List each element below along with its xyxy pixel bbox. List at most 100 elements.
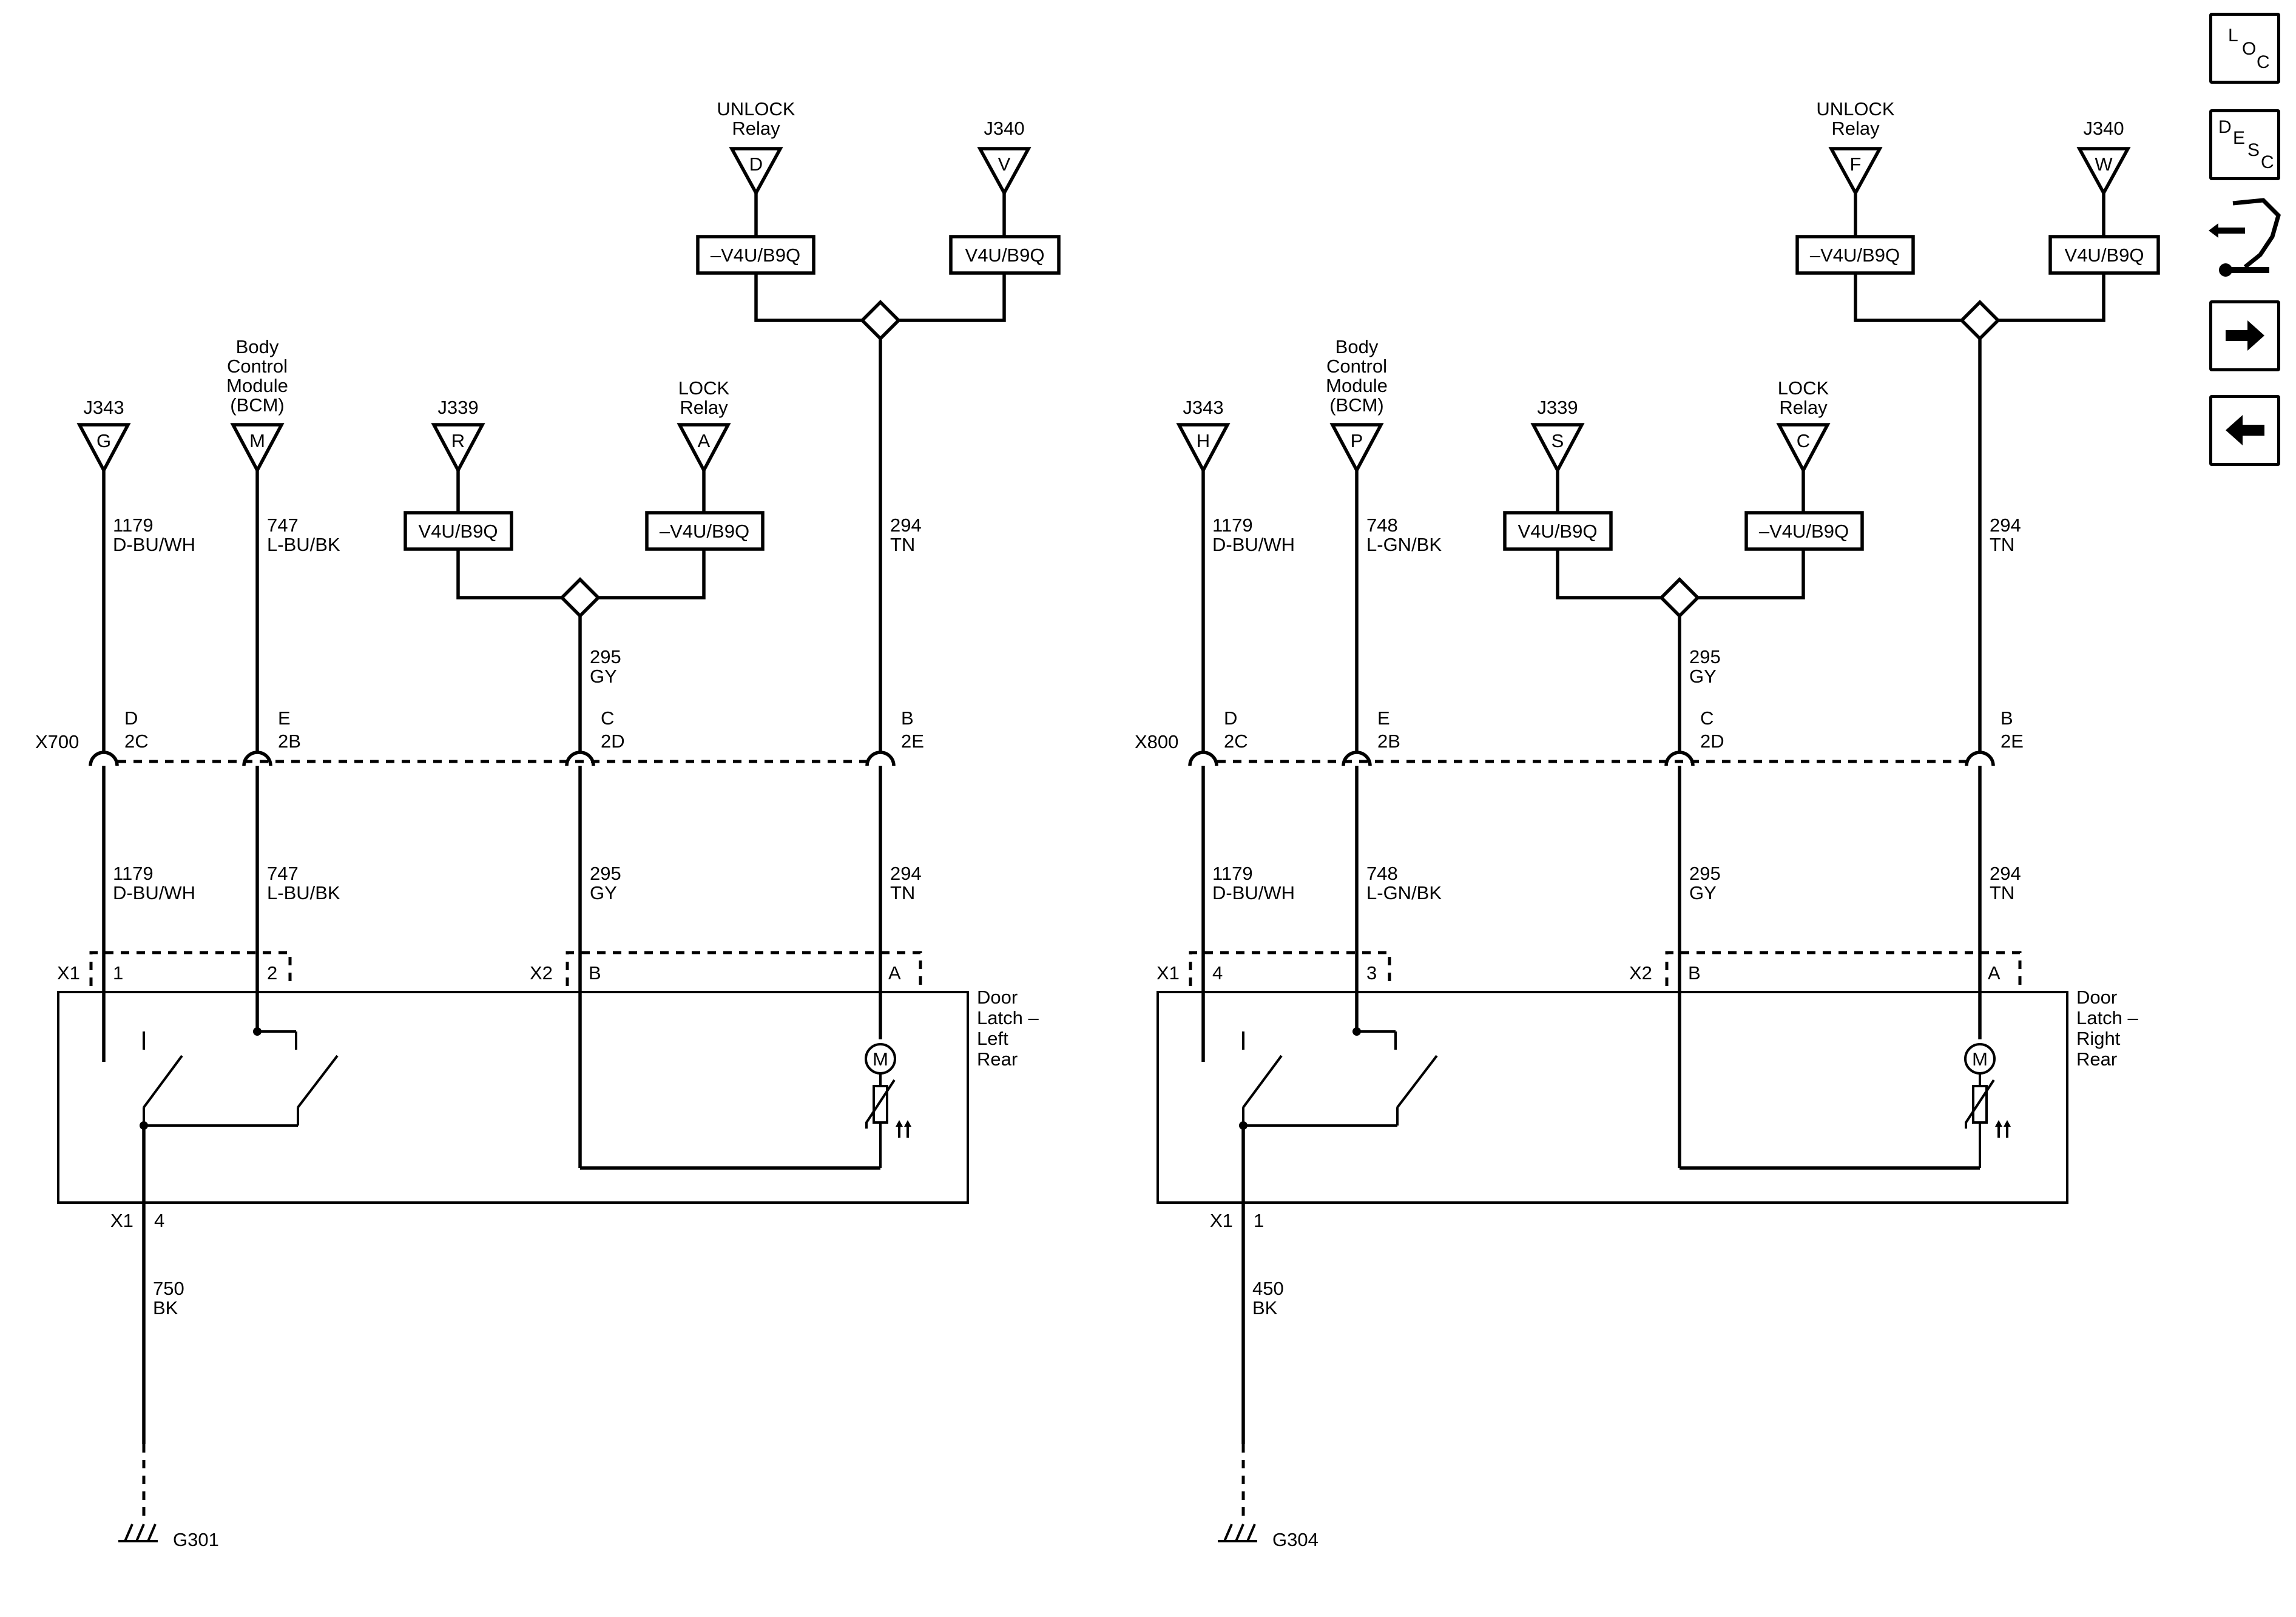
lock-switch [1239, 1027, 1438, 1130]
svg-text:M: M [1972, 1048, 1988, 1070]
next-arrow-icon [2226, 320, 2264, 351]
wire-label: BK [153, 1297, 178, 1318]
door-latch-right-rear[interactable] [1156, 991, 2068, 1204]
option-label: –V4U/B9Q [660, 521, 749, 542]
svg-text:2E: 2E [2001, 731, 2024, 752]
terminal-pin: D [749, 154, 763, 175]
terminal-pin: H [1197, 430, 1210, 451]
option-label: V4U/B9Q [2065, 245, 2144, 266]
wire-label: 295 [1689, 646, 1721, 667]
svg-text:2B: 2B [278, 731, 301, 752]
wire-label: TN [890, 882, 915, 903]
wire-label: D-BU/WH [113, 534, 195, 555]
terminal-pin: S [1551, 430, 1564, 451]
loc-button[interactable]: L O C [2209, 13, 2280, 84]
lock-relay-label: LOCK [1778, 377, 1829, 399]
svg-text:D: D [124, 707, 138, 729]
connector-pin: E 2B [1342, 707, 1400, 783]
svg-text:B: B [2001, 707, 2013, 729]
lock-relay-terminal[interactable] [1776, 423, 1831, 474]
connector-pin: C 2D [1664, 707, 1724, 783]
bcm-label: Module [1326, 375, 1388, 396]
connector-pin: D 2C [1188, 707, 1248, 783]
motor-icon: M [1964, 1043, 2011, 1168]
terminal-pin: C [1797, 430, 1810, 451]
svg-text:2D: 2D [601, 731, 625, 752]
bcm-terminal[interactable] [1329, 423, 1384, 474]
svg-text:D: D [1224, 707, 1237, 729]
connector-pin: B 2E [1965, 707, 2024, 783]
wire-label: D-BU/WH [1212, 882, 1295, 903]
connector-label: X1 [1156, 962, 1180, 984]
component-label: Door [2076, 987, 2117, 1008]
wire-label: GY [590, 882, 617, 903]
j339-terminal[interactable] [431, 423, 485, 474]
right-circuit: UNLOCK Relay F J340 W –V4U/B9Q V4U/B9Q J… [1135, 98, 2160, 1550]
wire-label: L-BU/BK [267, 882, 340, 903]
ground-label: G301 [173, 1529, 219, 1550]
connector-pin: A [1988, 962, 2001, 984]
unlock-relay-terminal[interactable] [1828, 147, 1883, 197]
option-box [645, 511, 765, 551]
connector-pin: 2 [267, 962, 277, 984]
desc-button[interactable]: D E S C [2209, 109, 2280, 180]
next-button[interactable] [2209, 300, 2280, 371]
motor-icon: M [865, 1043, 911, 1168]
schematic-connector-icon[interactable] [2209, 198, 2281, 277]
left-circuit: UNLOCK Relay D J340 V –V4U/B9Q V4U/B9Q J… [35, 98, 1061, 1550]
terminal-pin: A [698, 430, 711, 451]
loc-letter: L [2228, 25, 2238, 46]
wire-label: 1179 [113, 515, 154, 536]
component-label: Right [2076, 1028, 2121, 1049]
unlock-relay-label: UNLOCK [717, 98, 795, 120]
ground-icon [1218, 1524, 1257, 1542]
option-box [1795, 235, 1915, 275]
j343-terminal[interactable] [1176, 423, 1231, 474]
unlock-relay-label: Relay [732, 118, 780, 139]
wire-label: 295 [1689, 863, 1721, 884]
j343-label: J343 [1183, 397, 1223, 418]
option-label: V4U/B9Q [965, 245, 1045, 266]
connector-pin: 3 [1366, 962, 1377, 984]
svg-text:2B: 2B [1377, 731, 1400, 752]
terminal-pin: F [1850, 154, 1862, 175]
wire-label: L-BU/BK [267, 534, 340, 555]
lock-switch [140, 1027, 339, 1130]
wire-label: TN [1990, 882, 2014, 903]
previous-button[interactable] [2209, 395, 2280, 466]
option-box [949, 235, 1061, 275]
ground-label: G304 [1272, 1529, 1319, 1550]
j339-label: J339 [1537, 397, 1578, 418]
j343-terminal[interactable] [76, 423, 131, 474]
connector-pin: 4 [1212, 962, 1223, 984]
wire-label: 294 [1990, 863, 2021, 884]
desc-letter: S [2247, 140, 2260, 160]
connector-label: X1 [110, 1210, 133, 1231]
component-label: Latch – [977, 1007, 1039, 1028]
desc-letter: C [2261, 152, 2274, 172]
lock-relay-label: Relay [680, 397, 728, 418]
j343-label: J343 [83, 397, 124, 418]
j340-terminal[interactable] [977, 147, 1032, 197]
door-latch-left-rear[interactable] [57, 991, 969, 1204]
j339-label: J339 [437, 397, 478, 418]
svg-text:B: B [901, 707, 914, 729]
wire-label: 295 [590, 646, 621, 667]
j339-terminal[interactable] [1530, 423, 1585, 474]
wire-label: 747 [267, 515, 299, 536]
wire-label: 294 [1990, 515, 2021, 536]
lock-relay-terminal[interactable] [677, 423, 731, 474]
connector-pin: 1 [113, 962, 123, 984]
desc-letter: E [2233, 128, 2246, 148]
connector-pin: 1 [1254, 1210, 1264, 1231]
svg-text:2D: 2D [1700, 731, 1724, 752]
wire-label: GY [590, 666, 617, 687]
bcm-label: Module [226, 375, 288, 396]
option-label: –V4U/B9Q [1759, 521, 1849, 542]
bcm-terminal[interactable] [230, 423, 285, 474]
terminal-pin: R [451, 430, 465, 451]
unlock-relay-terminal[interactable] [729, 147, 783, 197]
bcm-label: (BCM) [1329, 394, 1384, 416]
bcm-label: Control [1326, 356, 1387, 377]
j340-terminal[interactable] [2076, 147, 2131, 197]
